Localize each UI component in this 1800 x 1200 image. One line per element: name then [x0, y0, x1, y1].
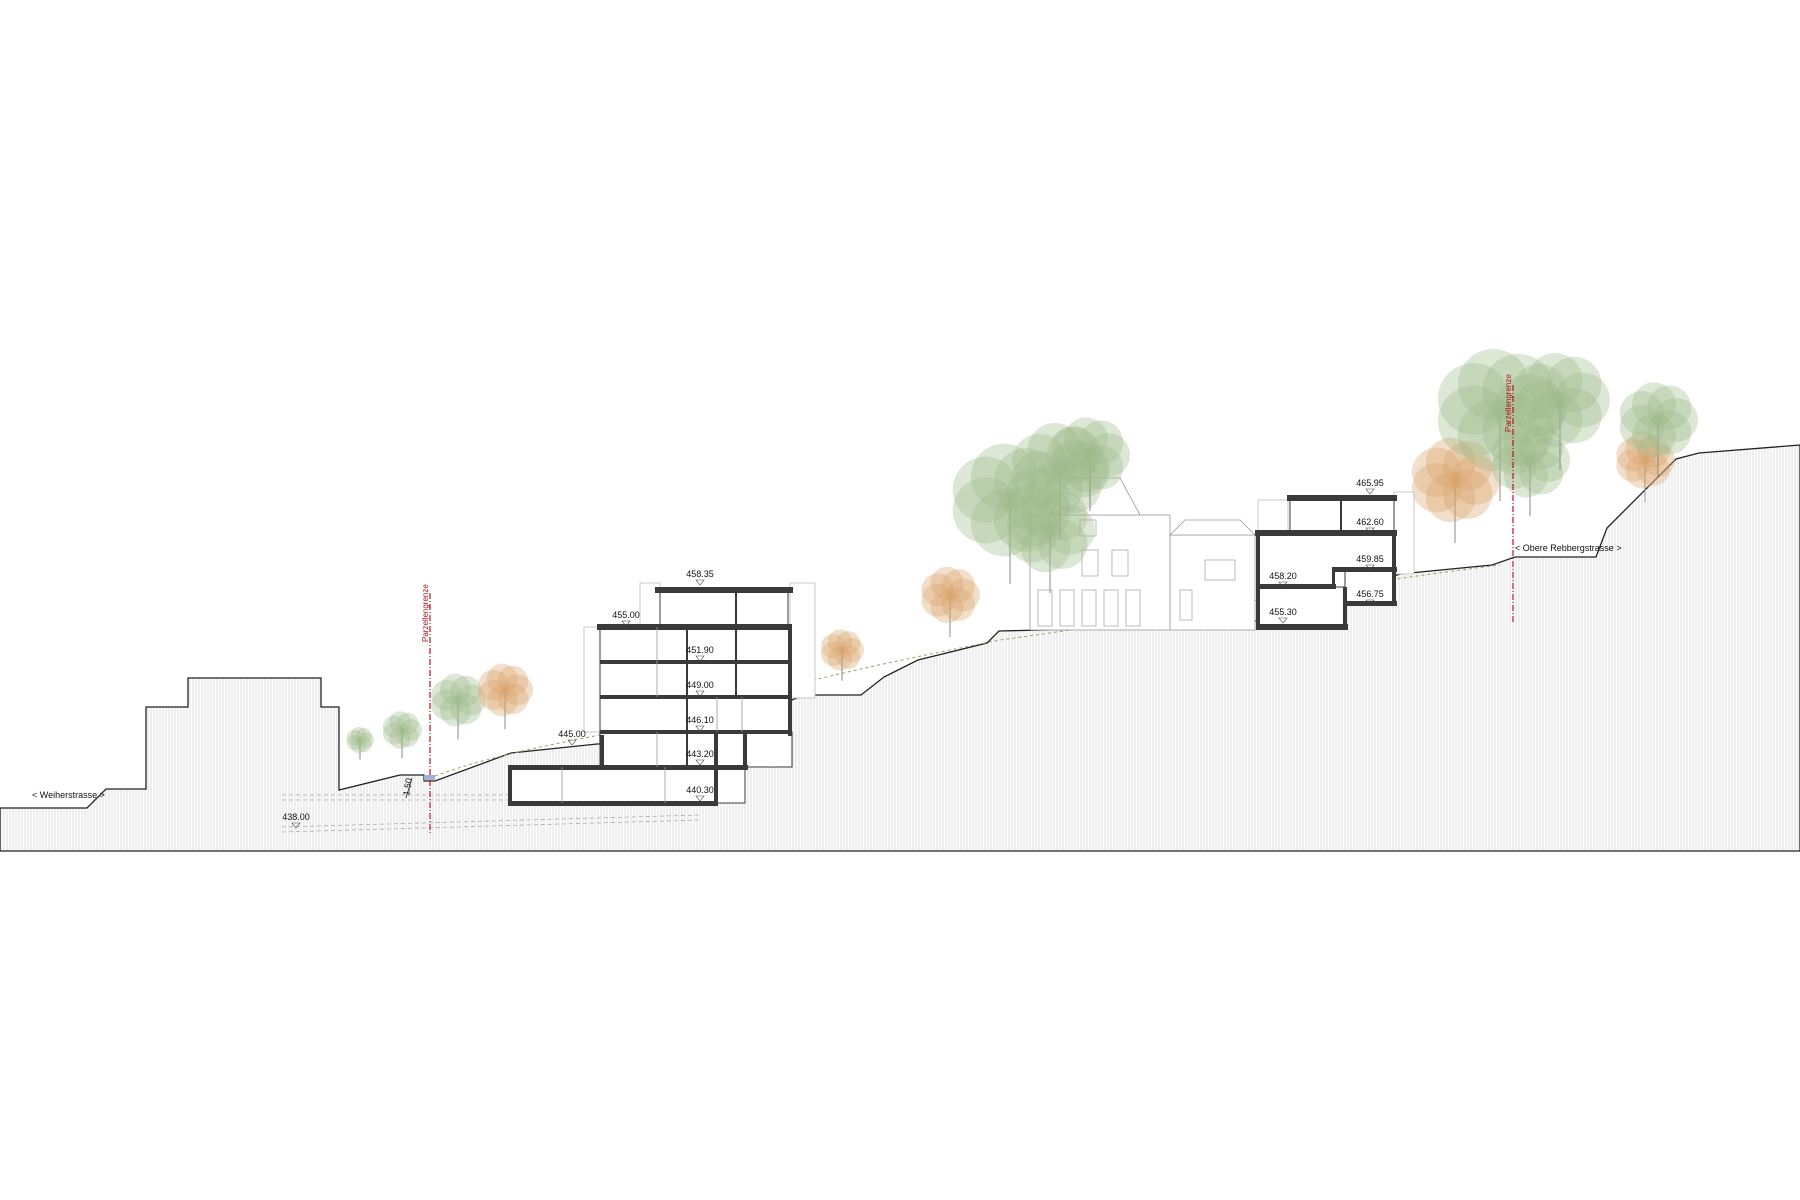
level-label: 462.60	[1356, 517, 1384, 527]
tree-icon	[431, 673, 486, 740]
level-marker-icon	[695, 579, 705, 586]
level-marker-icon	[695, 725, 705, 732]
building-west-section	[508, 582, 816, 806]
tree-icon	[382, 711, 422, 758]
level-marker-icon	[695, 759, 705, 766]
level-label: 465.95	[1356, 478, 1384, 488]
level-marker-icon	[1365, 564, 1375, 571]
level-label: 458.20	[1269, 571, 1297, 581]
level-marker-icon	[1278, 581, 1288, 588]
tree-icon	[1007, 487, 1095, 593]
tree-icon	[1051, 417, 1130, 511]
level-label: 458.35	[686, 569, 714, 579]
tree-icon	[1512, 353, 1610, 470]
building-east-section	[1255, 491, 1415, 630]
autumn-tree-icon	[921, 566, 980, 637]
level-label: 449.00	[686, 680, 714, 690]
parcel-label-west: Parzellengrenze	[421, 584, 430, 642]
level-marker-icon	[1278, 617, 1288, 624]
tree-icon	[1012, 423, 1110, 540]
level-marker-icon	[1365, 599, 1375, 606]
autumn-tree-icon	[820, 629, 865, 681]
level-marker-icon	[1365, 488, 1375, 495]
level-marker-icon	[695, 655, 705, 662]
street-label-obere-rebbergstrasse: < Obere Rebbergstrasse >	[1515, 543, 1622, 553]
existing-terrain-line	[434, 564, 1501, 777]
level-marker-icon	[1365, 527, 1375, 534]
level-marker-icon	[621, 620, 631, 627]
level-label: 456.75	[1356, 589, 1384, 599]
level-marker-icon	[695, 690, 705, 697]
parcel-boundaries	[429, 385, 1514, 835]
level-label: 443.20	[686, 749, 714, 759]
level-markers: 438.00 458.35 455.00 451.90 449.00 446.10 445.…	[282, 478, 1384, 829]
tree-icon	[346, 726, 374, 760]
autumn-tree-icon	[478, 663, 533, 730]
autumn-tree-icon	[1616, 431, 1675, 502]
dimension-line	[405, 777, 413, 799]
tree-icon	[1491, 422, 1570, 516]
level-label: 455.30	[1269, 607, 1297, 617]
tree-icon	[1619, 382, 1698, 476]
tree-icon	[1437, 348, 1565, 501]
level-label: 445.00	[558, 729, 586, 739]
level-marker-icon	[695, 795, 705, 802]
level-label: 459.85	[1356, 554, 1384, 564]
parcel-label-east: Parzellengrenze	[1504, 374, 1513, 432]
dimension-label: 1.50	[401, 777, 414, 796]
street-label-weiherstrasse: < Weiherstrasse >	[32, 790, 105, 800]
level-label: 455.00	[612, 610, 640, 620]
level-label: 451.90	[686, 645, 714, 655]
level-label: 440.30	[686, 785, 714, 795]
villa-elevation	[1029, 477, 1256, 631]
dashed-reference-lines	[281, 794, 701, 833]
tree-icon	[952, 443, 1070, 584]
autumn-tree-icon	[1412, 437, 1500, 543]
level-label: 446.10	[686, 715, 714, 725]
level-label: 438.00	[282, 812, 310, 822]
trees	[346, 348, 1698, 760]
drainage-channel	[424, 775, 435, 780]
level-marker-icon	[291, 822, 301, 829]
level-marker-icon	[567, 739, 577, 746]
